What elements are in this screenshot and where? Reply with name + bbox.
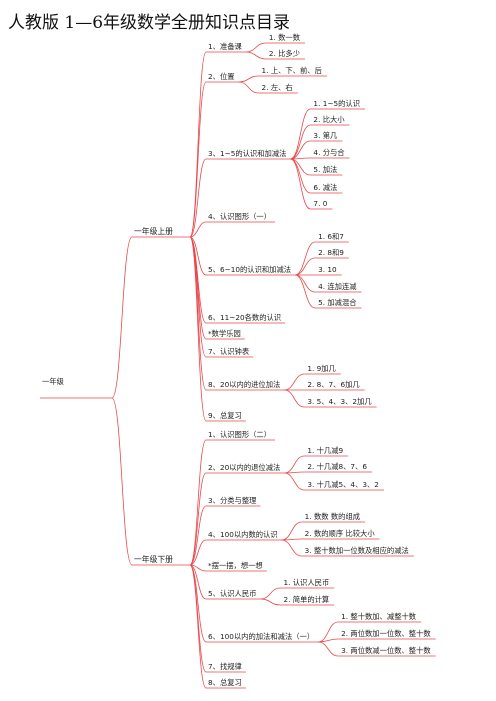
topic-node: 1、认识图形（二） — [208, 430, 272, 439]
subtopic-node: 4. 分与合 — [313, 148, 345, 157]
topic-node: 9、总复习 — [208, 411, 242, 420]
topic-node: 5、6~10的认识和加减法 — [208, 265, 292, 274]
topic-node: 7、认识钟表 — [208, 347, 250, 356]
topic-node: *摆一摆，想一想 — [208, 561, 263, 570]
subtopic-node: 5. 加法 — [313, 165, 338, 174]
subtopic-node: 2. 简单的计算 — [283, 595, 330, 604]
subtopic-node: 3. 5、4、3、2加几 — [307, 397, 372, 406]
topic-node: 6、11~20各数的认识 — [208, 313, 282, 322]
subtopic-node: 1. 6和7 — [318, 232, 344, 241]
topic-node: 3、分类与整理 — [208, 496, 257, 505]
subtopic-node: 4. 连加连减 — [318, 282, 357, 291]
topic-node: 2、20以内的退位减法 — [208, 463, 281, 472]
subtopic-node: 1. 整十数加、减整十数 — [341, 612, 417, 621]
topic-node: 8、总复习 — [208, 678, 242, 687]
subtopic-node: 3. 两位数减一位数、整十数 — [341, 646, 431, 655]
subtopic-node: 1. 数一数 — [268, 33, 301, 42]
subtopic-node: 2. 8和9 — [318, 248, 344, 257]
page-title: 人教版 1—6年级数学全册知识点目录 — [8, 13, 291, 33]
subtopic-node: 3. 十几减5、4、3、2 — [307, 480, 379, 489]
subtopic-node: 3. 整十数加一位数及相应的减法 — [304, 546, 409, 555]
subtopic-node: 2. 比多少 — [268, 49, 301, 58]
subtopic-node: 2. 数的顺序 比较大小 — [304, 529, 375, 538]
subtopic-node: 1. 认识人民币 — [283, 578, 330, 587]
subtopic-node: 1. 数数 数的组成 — [304, 512, 361, 521]
root-node: 一年级 — [42, 377, 64, 386]
subtopic-node: 7. 0 — [313, 199, 328, 208]
subtopic-node: 6. 减法 — [313, 183, 338, 192]
subtopic-node: 3. 10 — [318, 265, 337, 274]
topic-node: 8、20以内的进位加法 — [208, 380, 281, 389]
subtopic-node: 2. 十几减8、7、6 — [307, 462, 368, 471]
subtopic-node: 5. 加减混合 — [318, 298, 357, 307]
subtopic-node: 2. 比大小 — [313, 115, 345, 124]
half-node-1: 一年级上册 — [134, 227, 173, 236]
subtopic-node: 3. 第几 — [313, 131, 338, 140]
subtopic-node: 1. 9加几 — [307, 364, 336, 373]
topic-node: 3、1~5的认识和加减法 — [208, 149, 287, 158]
topic-node: 7、找规律 — [208, 662, 242, 671]
topic-node: 5、认识人民币 — [208, 589, 257, 598]
topic-node: *数学乐园 — [208, 329, 241, 338]
topic-node: 6、100以内的加法和减法（一） — [208, 632, 315, 641]
topic-node: 1、准备课 — [208, 42, 242, 51]
subtopic-node: 1. 十几减9 — [307, 446, 344, 455]
subtopic-node: 1. 1~5的认识 — [313, 99, 360, 108]
topic-node: 4、100以内数的认识 — [208, 530, 278, 539]
topic-node: 2、位置 — [208, 72, 235, 81]
subtopic-node: 2. 两位数加一位数、整十数 — [341, 629, 431, 638]
topic-node: 4、认识图形（一） — [208, 212, 272, 221]
subtopic-node: 2. 左、右 — [261, 83, 293, 92]
half-node-2: 一年级下册 — [134, 555, 173, 564]
subtopic-node: 2. 8、7、6加几 — [307, 380, 360, 389]
subtopic-node: 1. 上、下、前、后 — [261, 66, 322, 75]
